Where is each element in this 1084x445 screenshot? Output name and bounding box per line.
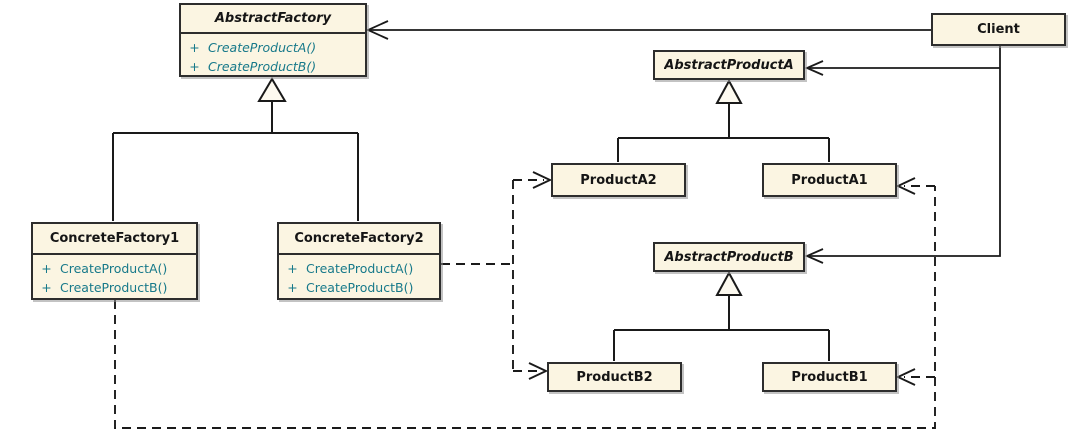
class-title: AbstractProductA — [664, 57, 794, 73]
open-arrowhead-icon — [895, 177, 916, 195]
class-abstract-product-a[interactable]: AbstractProductA — [653, 50, 805, 80]
class-title: ProductB2 — [576, 369, 653, 385]
class-title: Client — [977, 22, 1020, 37]
method-item: + CreateProductB() — [279, 278, 439, 297]
open-arrowhead-icon — [528, 362, 549, 380]
method-item: + CreateProductA() — [181, 38, 365, 57]
open-arrowhead-icon — [365, 20, 389, 40]
association-client-abstractfactory — [365, 20, 931, 40]
class-product-b2[interactable]: ProductB2 — [547, 362, 682, 392]
generalization-factories — [112, 77, 359, 221]
method-list: + CreateProductA() + CreateProductB() — [181, 34, 365, 76]
class-title: ProductA2 — [580, 172, 657, 188]
open-arrowhead-icon — [532, 171, 553, 189]
method-name: CreateProductA() — [306, 261, 414, 276]
class-product-a1[interactable]: ProductA1 — [762, 163, 897, 197]
visibility-symbol: + — [287, 261, 298, 276]
class-abstract-product-b[interactable]: AbstractProductB — [653, 242, 805, 272]
dependency-concretefactory2 — [441, 171, 553, 380]
method-name: CreateProductB() — [306, 280, 414, 295]
hollow-triangle-icon — [715, 270, 743, 296]
class-concrete-factory2[interactable]: ConcreteFactory2 + CreateProductA() + Cr… — [277, 222, 441, 300]
visibility-symbol: + — [41, 261, 52, 276]
hollow-triangle-icon — [257, 77, 287, 102]
association-client-abstractproducts — [804, 46, 1001, 264]
method-name: CreateProductA() — [60, 261, 168, 276]
visibility-symbol: + — [287, 280, 298, 295]
visibility-symbol: + — [189, 40, 200, 55]
method-item: + CreateProductA() — [33, 259, 196, 278]
class-abstract-factory[interactable]: AbstractFactory + CreateProductA() + Cre… — [179, 3, 367, 77]
method-item: + CreateProductB() — [181, 57, 365, 76]
class-title: ConcreteFactory1 — [33, 224, 196, 255]
class-client[interactable]: Client — [931, 13, 1066, 46]
visibility-symbol: + — [189, 59, 200, 74]
open-arrowhead-icon — [804, 60, 824, 76]
visibility-symbol: + — [41, 280, 52, 295]
open-arrowhead-icon — [895, 368, 916, 386]
method-item: + CreateProductA() — [279, 259, 439, 278]
class-product-b1[interactable]: ProductB1 — [762, 362, 897, 392]
generalization-products-b — [613, 270, 830, 361]
class-title: ProductB1 — [791, 369, 868, 385]
dependency-concretefactory1 — [114, 177, 936, 429]
open-arrowhead-icon — [804, 248, 824, 264]
method-name: CreateProductA() — [208, 40, 317, 55]
class-product-a2[interactable]: ProductA2 — [551, 163, 686, 197]
hollow-triangle-icon — [715, 78, 743, 104]
method-list: + CreateProductA() + CreateProductB() — [279, 255, 439, 297]
class-title: AbstractFactory — [181, 5, 365, 34]
method-item: + CreateProductB() — [33, 278, 196, 297]
class-title: AbstractProductB — [664, 249, 794, 265]
method-name: CreateProductB() — [60, 280, 168, 295]
class-title: ConcreteFactory2 — [279, 224, 439, 255]
generalization-products-a — [617, 78, 830, 162]
method-list: + CreateProductA() + CreateProductB() — [33, 255, 196, 297]
method-name: CreateProductB() — [208, 59, 317, 74]
class-concrete-factory1[interactable]: ConcreteFactory1 + CreateProductA() + Cr… — [31, 222, 198, 300]
class-title: ProductA1 — [791, 172, 868, 188]
